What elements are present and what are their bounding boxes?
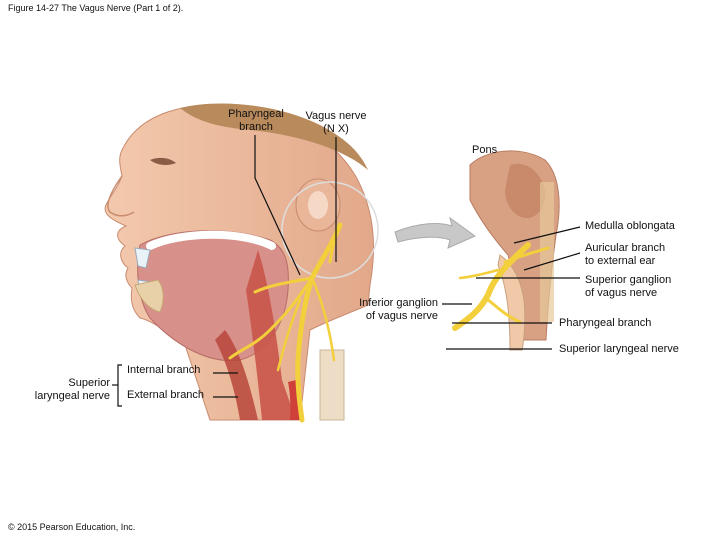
label-auricular-branch: Auricular branch to external ear bbox=[585, 242, 666, 267]
ear-inner bbox=[308, 191, 328, 219]
leader-pharyngeal-top bbox=[254, 135, 301, 276]
trachea bbox=[319, 349, 345, 421]
label-internal-branch: Internal branch bbox=[127, 364, 201, 376]
brainstem-detail bbox=[469, 150, 560, 351]
figure-title: Figure 14-27 The Vagus Nerve (Part 1 of … bbox=[8, 3, 184, 13]
label-pharyngeal-branch-right: Pharyngeal branch bbox=[559, 317, 652, 329]
leader-auricular bbox=[523, 252, 581, 271]
label-inferior-ganglion: Inferior ganglion of vagus nerve bbox=[359, 297, 438, 322]
right-nerve-drawing bbox=[452, 242, 550, 331]
label-external-branch: External branch bbox=[127, 389, 205, 401]
label-vagus-nerve: Vagus nerve (N X) bbox=[305, 110, 367, 135]
magnify-circle bbox=[281, 181, 379, 279]
label-superior-ganglion: Superior ganglion of vagus nerve bbox=[585, 274, 672, 299]
leader-lines bbox=[112, 135, 581, 407]
leader-medulla bbox=[513, 226, 581, 244]
palate bbox=[146, 230, 276, 250]
eye bbox=[150, 157, 176, 165]
copyright: © 2015 Pearson Education, Inc. bbox=[8, 522, 136, 532]
label-superior-laryngeal-left: Superior laryngeal nerve bbox=[34, 377, 110, 402]
nose bbox=[107, 175, 135, 217]
jaw-bone bbox=[134, 279, 164, 313]
bracket-superior-laryngeal bbox=[117, 364, 122, 407]
label-superior-laryngeal-right: Superior laryngeal nerve bbox=[559, 343, 679, 355]
neck-muscle bbox=[246, 250, 296, 420]
zoom-arrow bbox=[394, 216, 476, 249]
label-pons: Pons bbox=[472, 144, 498, 156]
label-medulla-oblongata: Medulla oblongata bbox=[585, 220, 675, 232]
label-pharyngeal-branch-top: Pharyngeal branch bbox=[228, 108, 284, 133]
neck-muscle-2 bbox=[215, 330, 258, 420]
hair bbox=[180, 103, 368, 170]
vagus-nerve-drawing bbox=[228, 222, 343, 423]
